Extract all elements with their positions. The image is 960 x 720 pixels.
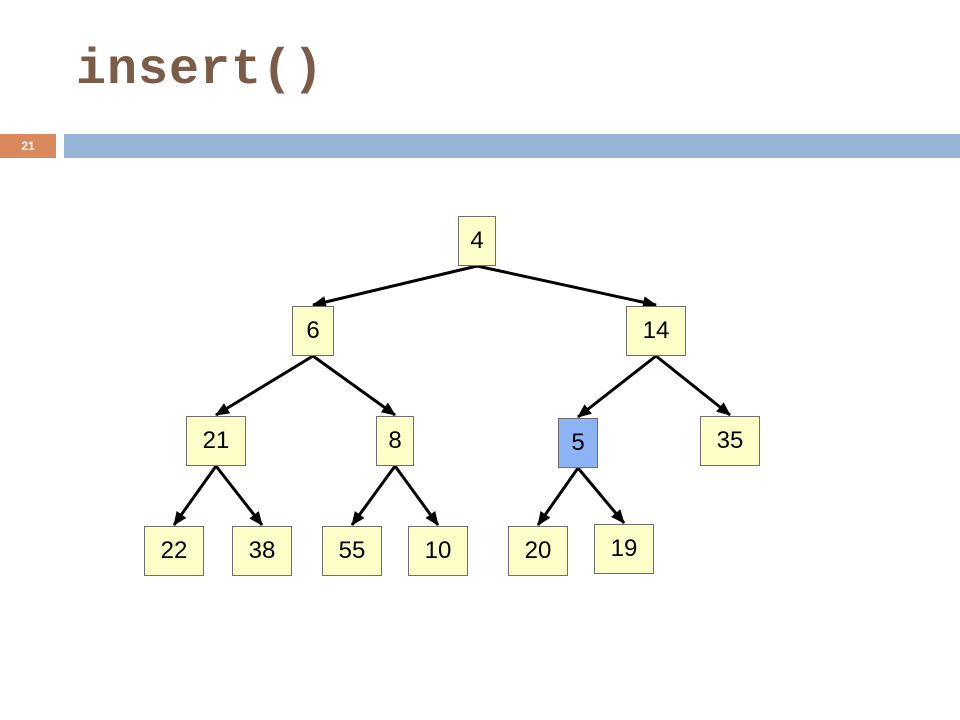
tree-node: 20 (508, 526, 568, 576)
tree-node: 8 (376, 416, 414, 466)
tree-node-label: 14 (642, 317, 670, 344)
tree-node: 6 (292, 306, 334, 356)
tree-node: 55 (322, 526, 382, 576)
slide-title: insert() (76, 42, 325, 99)
tree-node: 14 (626, 306, 686, 356)
tree-node-label: 55 (338, 537, 366, 564)
tree-node-label: 5 (571, 429, 585, 456)
tree-edge-arrow (476, 264, 657, 309)
tree-node-label: 8 (388, 427, 402, 454)
tree-edge-arrow (172, 465, 218, 526)
tree-edge-arrow (536, 467, 580, 526)
tree-node: 4 (458, 216, 496, 266)
tree-node: 35 (700, 416, 760, 466)
tree-edge-arrow (393, 465, 440, 526)
tree-edge-arrow (577, 354, 657, 419)
tree-node-label: 22 (160, 537, 188, 564)
tree-node-label: 20 (524, 537, 552, 564)
tree-node: 38 (232, 526, 292, 576)
tree-edge-arrow (312, 264, 478, 308)
tree-node-label: 38 (248, 537, 276, 564)
tree-edge-arrow (215, 354, 314, 417)
tree-node: 19 (594, 524, 654, 574)
tree-edge-arrow (655, 354, 731, 417)
tree-edge-arrow (576, 467, 626, 524)
tree-edge-arrow (312, 354, 396, 417)
header-bar (64, 134, 960, 158)
tree-node-label: 10 (424, 537, 452, 564)
tree-node-label: 19 (610, 535, 638, 562)
tree-node: 22 (144, 526, 204, 576)
tree-node-label: 21 (202, 427, 230, 454)
slide-number-badge: 21 (0, 134, 56, 158)
tree-node: 10 (408, 526, 468, 576)
tree-edge-arrow (350, 465, 397, 526)
tree-node: 5 (558, 418, 598, 468)
tree-node: 21 (186, 416, 246, 466)
tree-node-label: 35 (716, 427, 744, 454)
tree-node-label: 6 (306, 317, 320, 344)
tree-node-label: 4 (470, 227, 484, 254)
tree-edge-arrow (214, 465, 264, 526)
